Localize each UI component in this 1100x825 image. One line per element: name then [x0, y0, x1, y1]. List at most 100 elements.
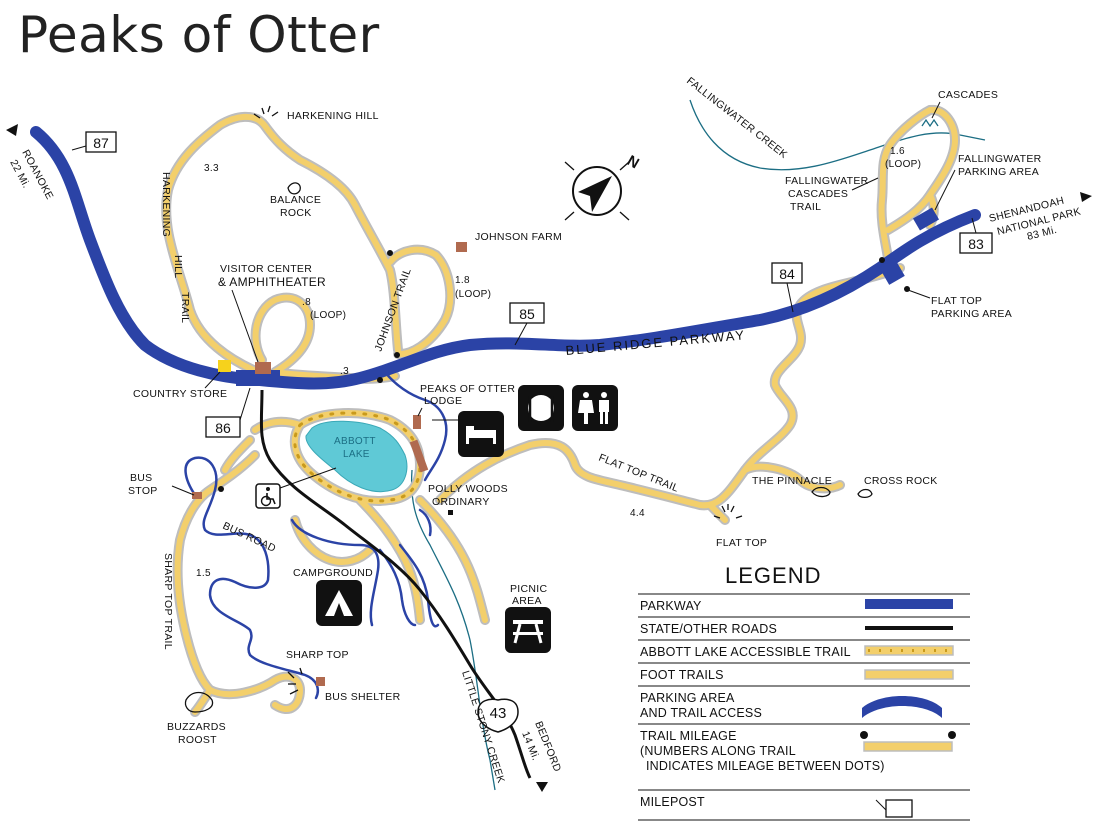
svg-text:BUS ROAD: BUS ROAD	[221, 520, 278, 555]
svg-text:AND TRAIL ACCESS: AND TRAIL ACCESS	[640, 706, 762, 720]
svg-text:1.5: 1.5	[196, 568, 211, 579]
svg-text:THE PINNACLE: THE PINNACLE	[752, 475, 832, 487]
svg-text:LEGEND: LEGEND	[725, 563, 821, 588]
country-store-building	[218, 360, 231, 372]
restaurant-icon	[518, 385, 564, 431]
svg-text:PEAKS OF OTTER: PEAKS OF OTTER	[420, 383, 515, 395]
flat-top-parking	[877, 255, 905, 285]
svg-text:AREA: AREA	[512, 595, 542, 607]
fallingwater-creek	[689, 99, 986, 171]
svg-text:SHARP TOP: SHARP TOP	[286, 649, 349, 661]
mileage-dots	[218, 250, 910, 492]
svg-text:1.8: 1.8	[455, 275, 470, 286]
svg-text:STATE/OTHER ROADS: STATE/OTHER ROADS	[640, 622, 777, 636]
accessible-pointer	[279, 467, 337, 489]
svg-text:& AMPHITHEATER: & AMPHITHEATER	[218, 275, 326, 289]
accessible-icon	[255, 483, 281, 509]
bedford-arrow	[536, 782, 548, 792]
campground-icon	[316, 580, 362, 626]
svg-text:LAKE: LAKE	[343, 449, 370, 460]
lodge-building-1	[413, 415, 421, 429]
svg-text:STOP: STOP	[128, 485, 158, 497]
svg-text:ABBOTT LAKE ACCESSIBLE TRAIL: ABBOTT LAKE ACCESSIBLE TRAIL	[640, 645, 851, 659]
bus-stop-shelter	[192, 492, 202, 499]
legend-row-foot-trails: FOOT TRAILS	[638, 662, 970, 682]
svg-text:FALLINGWATER: FALLINGWATER	[958, 153, 1042, 165]
svg-text:FLAT TOP: FLAT TOP	[716, 537, 767, 549]
blue-ridge-parkway	[30, 126, 981, 390]
svg-text:TRAIL: TRAIL	[790, 201, 821, 213]
svg-text:INDICATES MILEAGE BETWEEN DOTS: INDICATES MILEAGE BETWEEN DOTS)	[646, 759, 885, 773]
fallingwater-parking	[912, 207, 940, 231]
milepost-86: 86	[205, 387, 251, 438]
legend-row-parkway: PARKWAY	[638, 593, 970, 613]
svg-text:N: N	[624, 152, 642, 172]
svg-text:PARKING AREA: PARKING AREA	[640, 691, 735, 705]
svg-text:4.4: 4.4	[630, 508, 645, 519]
milepost-83: 83	[959, 217, 993, 254]
mileposts: 87 86 85 84 83	[71, 131, 993, 438]
svg-text:CROSS ROCK: CROSS ROCK	[864, 475, 938, 487]
svg-text:(LOOP): (LOOP)	[885, 159, 921, 170]
svg-text:TRAIL MILEAGE: TRAIL MILEAGE	[640, 729, 737, 743]
legend-row-milepost: MILEPOST	[638, 789, 970, 821]
milepost-84: 84	[771, 262, 803, 313]
svg-text:CASCADES: CASCADES	[788, 188, 848, 200]
svg-text:POLLY WOODS: POLLY WOODS	[428, 483, 508, 495]
legend-row-mileage: TRAIL MILEAGE (NUMBERS ALONG TRAIL INDIC…	[638, 723, 970, 773]
svg-text:LODGE: LODGE	[424, 395, 462, 407]
legend: LEGEND PARKWAY STATE/OTHER ROADS ABBOTT …	[638, 563, 970, 821]
svg-text:PICNIC: PICNIC	[510, 583, 548, 595]
svg-text:BUS SHELTER: BUS SHELTER	[325, 691, 401, 703]
sharp-top-summit	[287, 667, 303, 695]
legend-row-accessible-trail: ABBOTT LAKE ACCESSIBLE TRAIL	[638, 639, 970, 659]
svg-text:.3: .3	[340, 366, 349, 377]
svg-text:ROOST: ROOST	[178, 734, 217, 746]
svg-text:ROCK: ROCK	[280, 207, 312, 219]
svg-text:87: 87	[93, 135, 109, 151]
svg-text:(LOOP): (LOOP)	[455, 289, 491, 300]
roanoke-arrow	[6, 124, 18, 136]
svg-text:FOOT TRAILS: FOOT TRAILS	[640, 668, 724, 682]
route-43	[259, 389, 532, 779]
svg-text:VISITOR CENTER: VISITOR CENTER	[220, 263, 312, 275]
svg-text:CAMPGROUND: CAMPGROUND	[293, 567, 373, 579]
shenandoah-arrow	[1080, 192, 1092, 202]
svg-text:ORDINARY: ORDINARY	[432, 496, 490, 508]
svg-text:84: 84	[779, 266, 795, 282]
svg-text:HARKENING: HARKENING	[160, 172, 172, 237]
svg-text:83: 83	[968, 236, 984, 252]
svg-text:1.6: 1.6	[890, 146, 905, 157]
page-title: Peaks of Otter	[18, 6, 380, 64]
johnson-farm-building	[456, 242, 467, 252]
legend-row-roads: STATE/OTHER ROADS	[638, 616, 970, 636]
compass-icon: N	[564, 152, 642, 221]
svg-text:43: 43	[490, 705, 507, 722]
svg-text:3.3: 3.3	[204, 163, 219, 174]
svg-text:HILL: HILL	[172, 255, 184, 278]
svg-text:BUZZARDS: BUZZARDS	[167, 721, 226, 733]
svg-text:COUNTRY STORE: COUNTRY STORE	[133, 388, 227, 400]
svg-text:FLAT TOP: FLAT TOP	[931, 295, 982, 307]
svg-text:(NUMBERS ALONG TRAIL: (NUMBERS ALONG TRAIL	[640, 744, 796, 758]
svg-text:MILEPOST: MILEPOST	[640, 795, 705, 809]
bus-and-campground-roads	[184, 370, 448, 700]
lodging-icon	[458, 411, 504, 457]
flat-top-summit	[713, 504, 743, 519]
svg-text:ABBOTT: ABBOTT	[334, 436, 376, 447]
milepost-87: 87	[71, 131, 117, 153]
svg-text:PARKWAY: PARKWAY	[640, 599, 702, 613]
svg-text:86: 86	[215, 420, 231, 436]
svg-text:PARKING AREA: PARKING AREA	[931, 308, 1012, 320]
lodge-building-2	[409, 439, 429, 473]
svg-text:(LOOP): (LOOP)	[310, 310, 346, 321]
svg-text:SHARP TOP TRAIL: SHARP TOP TRAIL	[162, 553, 174, 650]
buildings	[192, 242, 467, 686]
svg-text:JOHNSON FARM: JOHNSON FARM	[475, 231, 562, 243]
polly-woods-building	[448, 510, 453, 515]
summit-symbols	[184, 105, 873, 713]
svg-text:HARKENING HILL: HARKENING HILL	[287, 110, 379, 122]
picnic-table-icon	[505, 607, 551, 653]
harkening-hill-summit	[253, 105, 279, 119]
